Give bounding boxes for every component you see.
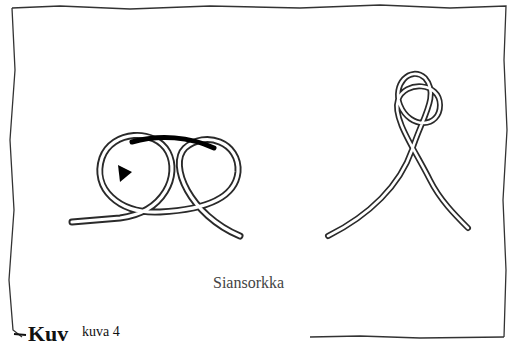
page-border (310, 336, 504, 338)
label-patch (70, 316, 310, 352)
page-border (14, 334, 26, 335)
page-border (9, 8, 22, 337)
caption: Siansorkka (213, 274, 284, 292)
rope-knot (328, 74, 468, 236)
figure-label: kuva 4 (82, 324, 120, 340)
figure-heading: Kuv (28, 321, 68, 347)
page-border (12, 5, 507, 337)
rope-loops (72, 135, 240, 236)
